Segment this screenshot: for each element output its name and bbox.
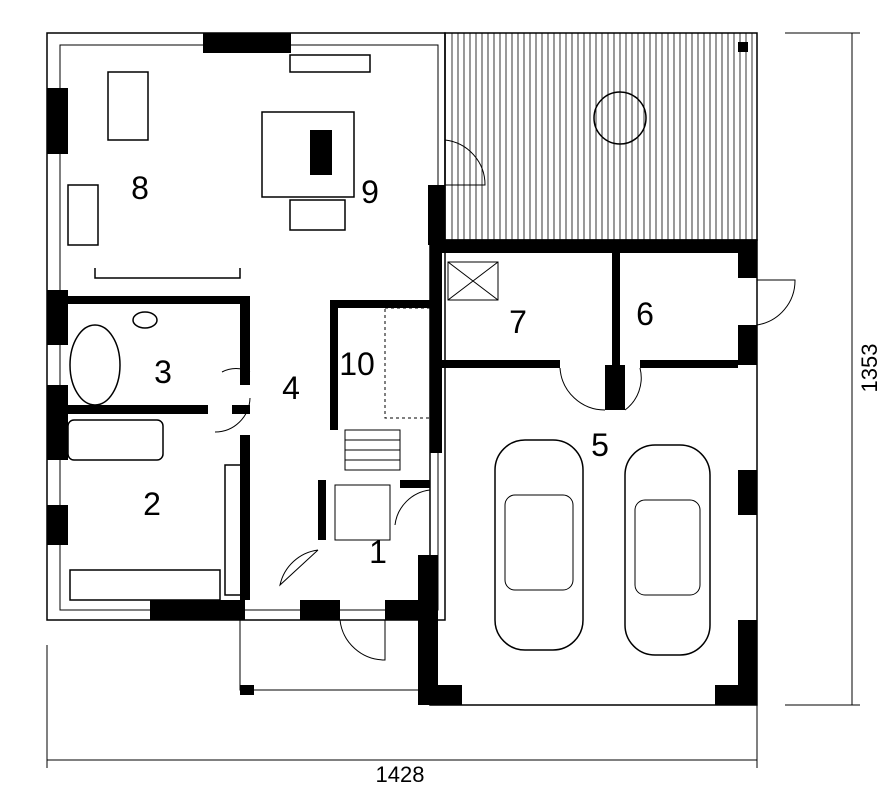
dimension-width: 1428	[376, 762, 425, 787]
dimension-height: 1353	[857, 344, 882, 393]
room-label-1: 1	[369, 534, 387, 570]
car-right	[624, 444, 711, 656]
room-label-4: 4	[282, 370, 300, 406]
room-label-5: 5	[591, 427, 609, 463]
car-left	[494, 439, 584, 651]
room-label-9: 9	[361, 174, 379, 210]
dimension-lines	[46, 32, 860, 768]
room-label-3: 3	[154, 354, 172, 390]
terrace-hatching	[451, 33, 753, 240]
room-label-10: 10	[339, 346, 375, 382]
furniture	[67, 54, 647, 601]
outer-walls	[46, 32, 748, 621]
room-label-8: 8	[131, 170, 149, 206]
garage-walls	[418, 239, 796, 706]
room-label-6: 6	[636, 296, 654, 332]
room-label-7: 7	[509, 304, 527, 340]
room-label-2: 2	[143, 486, 161, 522]
staircase	[334, 307, 431, 541]
